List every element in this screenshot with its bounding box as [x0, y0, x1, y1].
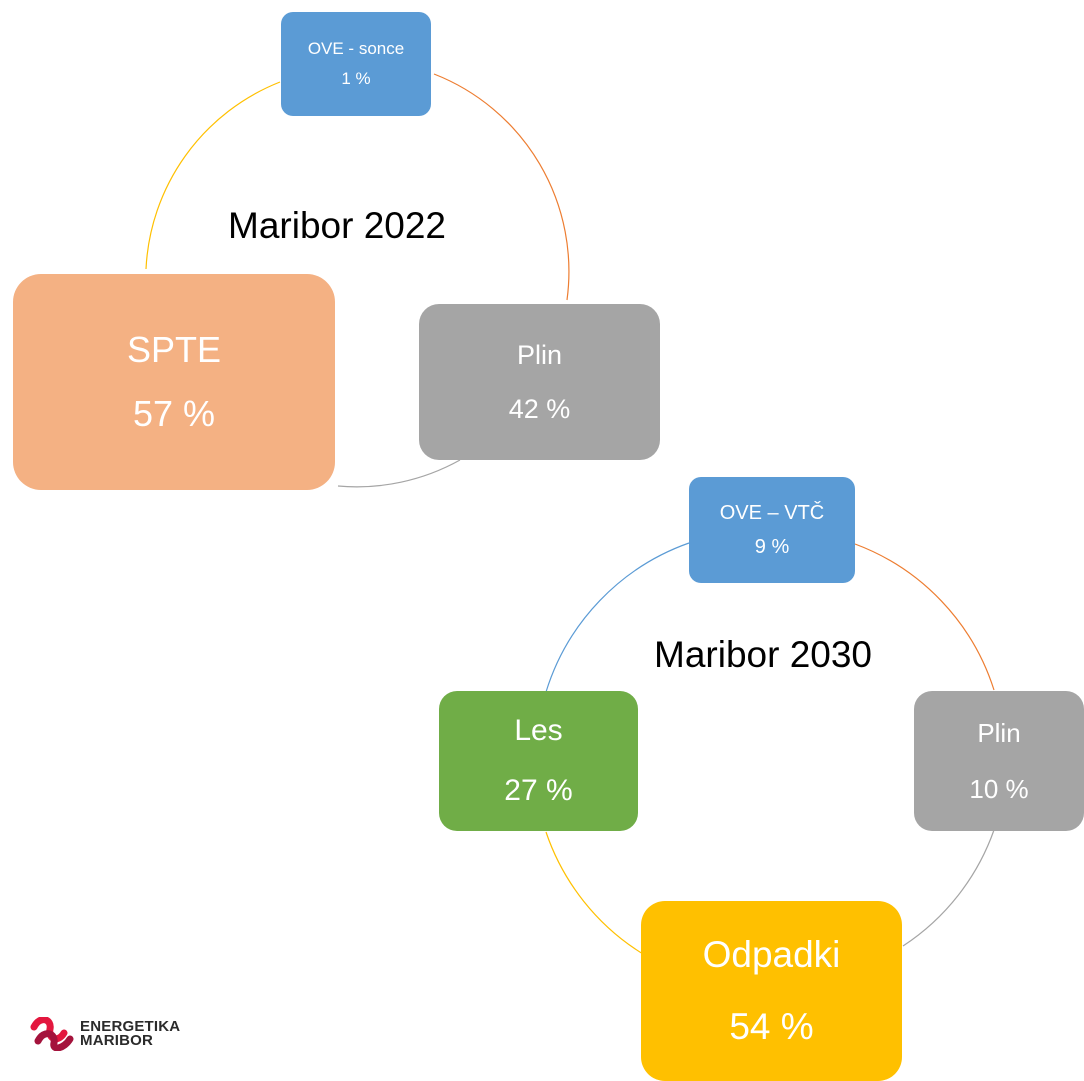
node-2022-spte: SPTE 57 %	[13, 274, 335, 490]
node-value: 9 %	[754, 536, 790, 558]
arc-2030-gas-to-waste	[902, 829, 995, 947]
node-2030-ove-vtc: OVE – VTČ 9 %	[689, 477, 855, 583]
node-2030-plin: Plin 10 %	[914, 691, 1084, 831]
arc-2022-spte-to-sun	[145, 81, 281, 270]
arc-2022-gas-to-spte	[337, 459, 461, 488]
node-value: 1 %	[341, 69, 371, 88]
logo-mark-icon	[30, 1017, 74, 1051]
node-label: OVE – VTČ	[719, 502, 825, 524]
logo-line2: MARIBOR	[80, 1032, 154, 1049]
node-value: 10 %	[969, 774, 1029, 804]
arc-2030-wood-to-vtc	[545, 542, 690, 693]
diagram-title-2022: Maribor 2022	[228, 205, 447, 246]
node-2022-ove-sonce: OVE - sonce 1 %	[281, 12, 431, 116]
node-2030-odpadki: Odpadki 54 %	[641, 901, 902, 1081]
node-label: OVE - sonce	[307, 39, 405, 58]
energetika-maribor-logo: ENERGETIKA MARIBOR	[30, 1017, 180, 1051]
node-value: 42 %	[508, 394, 571, 424]
arc-2030-vtc-to-gas	[854, 543, 995, 691]
node-value: 27 %	[504, 774, 573, 807]
node-2022-plin: Plin 42 %	[419, 304, 660, 460]
node-label: Plin	[977, 718, 1021, 748]
node-label: Les	[514, 714, 563, 747]
arc-2022-sun-to-gas	[433, 73, 570, 301]
logo-line1: ENERGETIKA	[80, 1018, 181, 1035]
node-label: Odpadki	[702, 934, 841, 975]
arc-2030-waste-to-wood	[545, 831, 644, 955]
diagram-title-2030: Maribor 2030	[654, 634, 873, 675]
node-label: Plin	[516, 340, 563, 370]
node-label: SPTE	[126, 329, 222, 370]
node-2030-les: Les 27 %	[439, 691, 638, 831]
node-value: 57 %	[132, 393, 216, 434]
node-value: 54 %	[729, 1006, 814, 1047]
